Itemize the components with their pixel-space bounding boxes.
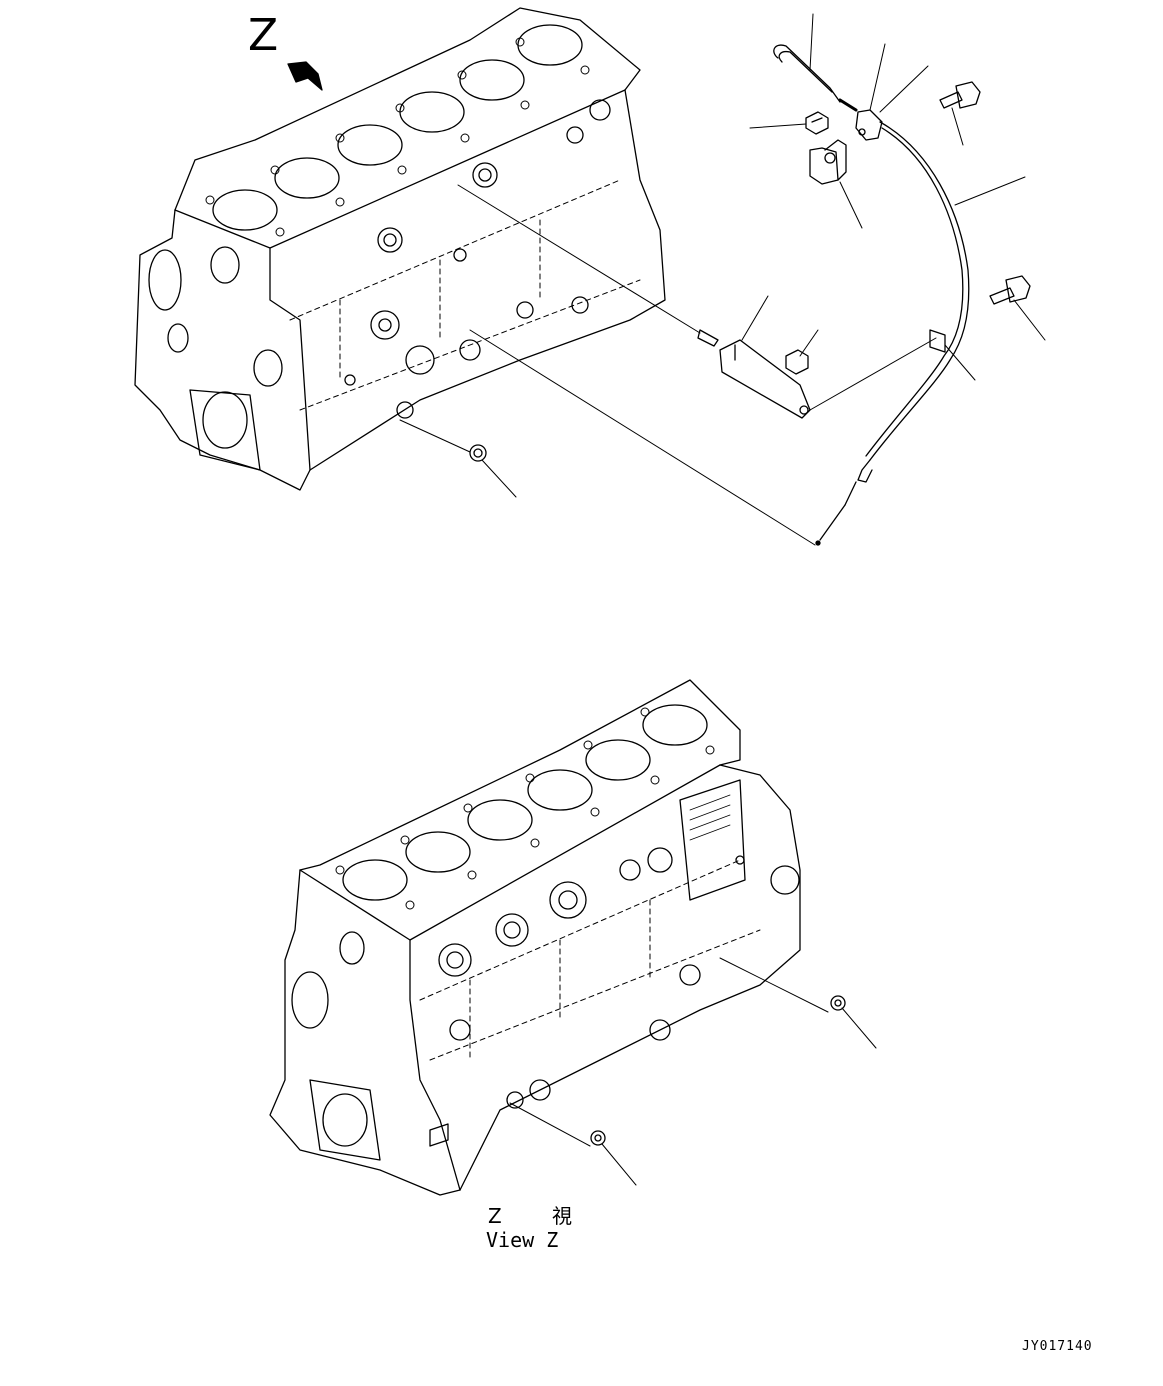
tube-clamp: [855, 109, 883, 141]
mount-bracket-upper: [809, 147, 839, 185]
bracket-nut: [785, 349, 809, 375]
plug-right: [830, 995, 846, 1011]
dipstick-assembly: [469, 44, 1031, 546]
bolt-upper: [939, 91, 963, 109]
view-caption-english: View Z: [486, 1228, 559, 1252]
tube-bracket: [929, 329, 946, 353]
dipstick-blade: [844, 481, 857, 506]
nut: [805, 111, 829, 135]
support-bracket: [719, 339, 811, 419]
plug-bottom: [590, 1130, 606, 1146]
view-direction-arrow-icon: [287, 61, 323, 91]
engine-block-bottom: [269, 679, 846, 1196]
drawing-code: JY017140: [1022, 1339, 1093, 1354]
stud-bolt: [697, 329, 719, 347]
guide-tube: [869, 121, 970, 461]
bolt-lower: [989, 287, 1015, 305]
dipstick-handle: [773, 44, 841, 103]
engine-block-top: [134, 7, 666, 491]
plug-top: [469, 444, 487, 462]
view-letter: Z: [248, 10, 279, 61]
leader-lines-bottom: [509, 957, 877, 1186]
leader-lines-top: [399, 13, 1046, 546]
view-caption-japanese: Z 視: [488, 1204, 595, 1228]
